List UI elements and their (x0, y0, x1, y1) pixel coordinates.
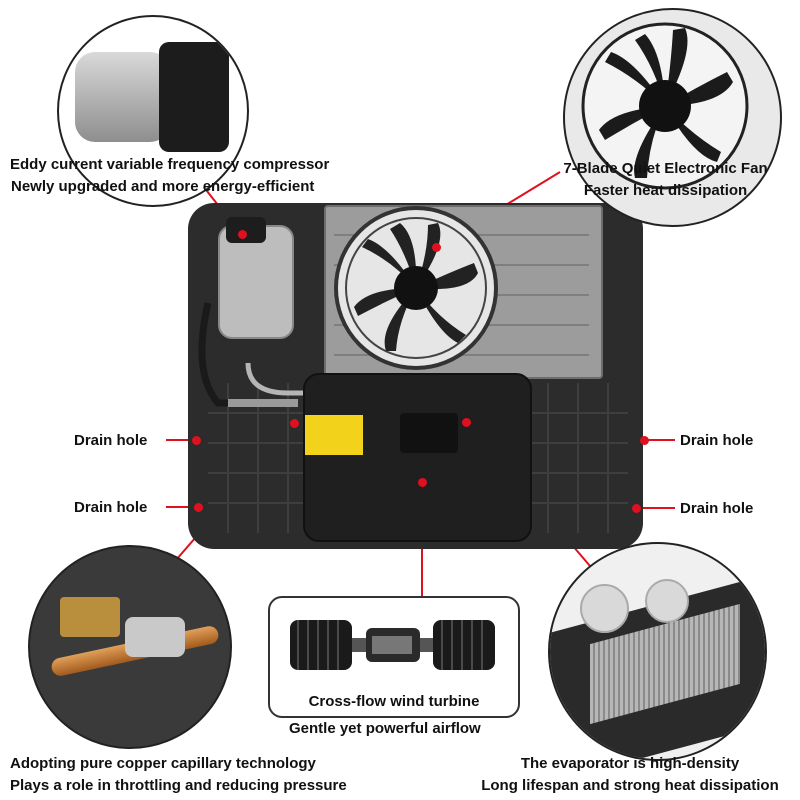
compressor-caption-line1: Eddy current variable frequency compress… (10, 156, 330, 173)
evaporator-photo (548, 542, 767, 761)
capillary-gold-box-icon (60, 597, 120, 637)
drain-label-right-top: Drain hole (680, 432, 754, 449)
evaporator-dot (462, 418, 471, 427)
drain-label-left-bottom: Drain hole (74, 499, 148, 516)
evaporator-plate (400, 413, 458, 453)
evaporator-caption-line1: The evaporator is high-density (520, 755, 740, 772)
turbine-icon (290, 620, 495, 670)
compressor-black-head-icon (159, 42, 229, 152)
fan-caption-line1: 7-Blade Quiet Electronic Fan (563, 160, 768, 177)
fan-dot (432, 243, 441, 252)
drain-dot-left-bottom (194, 503, 203, 512)
turbine-caption: Cross-flow wind turbine (308, 693, 480, 710)
turbine-dot (418, 478, 427, 487)
capillary-dot (290, 419, 299, 428)
capillary-caption: Adopting pure copper capillary technolog… (10, 753, 347, 797)
capillary-fitting-icon (125, 617, 185, 657)
evaporator-housing (303, 373, 532, 542)
capillary-photo (28, 545, 232, 749)
warning-label (305, 415, 363, 455)
drain-dot-right-bottom (632, 504, 641, 513)
capillary-caption-line2: Plays a role in throttling and reducing … (10, 777, 347, 794)
fan-blades-icon (581, 22, 749, 190)
compressor-dot (238, 230, 247, 239)
compressor-silver-icon (75, 52, 170, 142)
drain-label-right-bottom: Drain hole (680, 500, 754, 517)
compressor-caption: Eddy current variable frequency compress… (10, 154, 329, 198)
compressor-photo (57, 15, 249, 207)
compressor-caption-line2: Newly upgraded and more energy-efficient (11, 178, 315, 195)
evaporator-roller-icon (580, 584, 629, 633)
compressor-cap (226, 217, 266, 243)
fan-caption-line2: Faster heat dissipation (583, 182, 748, 199)
compressor-body (218, 225, 294, 339)
evaporator-caption: The evaporator is high-density Long life… (465, 753, 795, 797)
evaporator-roller2-icon (645, 579, 689, 623)
drain-dot-left-top (192, 436, 201, 445)
condenser-fan (334, 206, 498, 370)
refrigerant-pipes (198, 302, 328, 407)
fan-caption: 7-Blade Quiet Electronic Fan Faster heat… (548, 158, 783, 202)
evaporator-caption-line2: Long lifespan and strong heat dissipatio… (481, 777, 779, 794)
drain-dot-right-top (640, 436, 649, 445)
fan-photo (563, 8, 782, 227)
capillary-caption-line1: Adopting pure copper capillary technolog… (10, 755, 316, 772)
turbine-panel: Cross-flow wind turbine (268, 596, 520, 718)
drain-label-left-top: Drain hole (74, 432, 148, 449)
turbine-subcaption: Gentle yet powerful airflow (289, 720, 481, 737)
ac-unit (188, 203, 643, 549)
